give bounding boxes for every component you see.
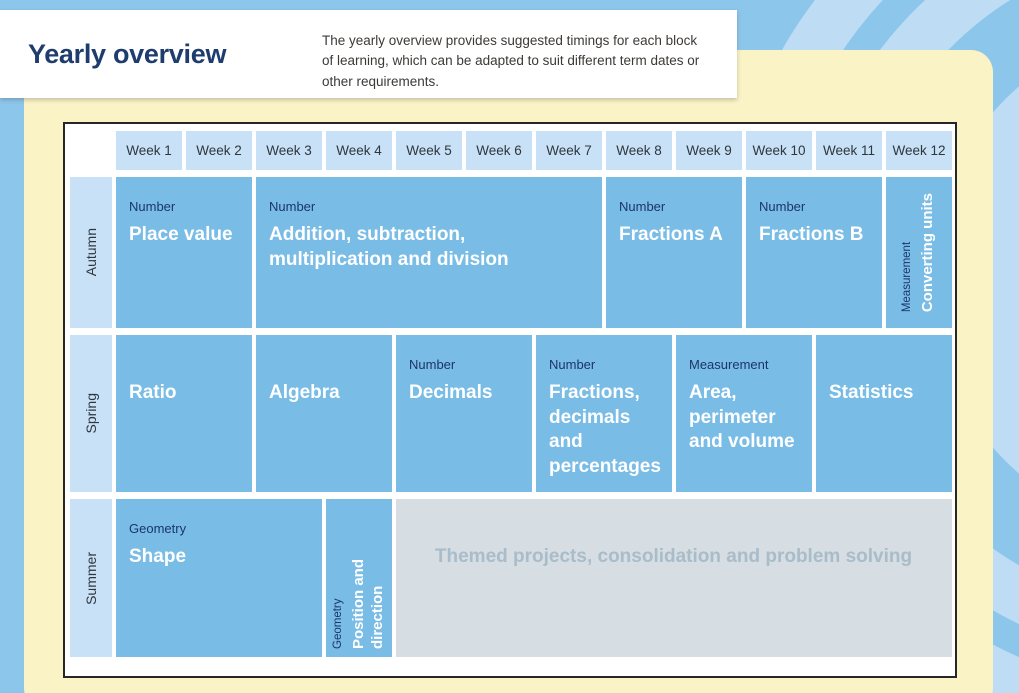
block-title: Fractions, decimals and percentages xyxy=(549,382,661,478)
table-corner-spacer xyxy=(70,131,112,170)
term-label-autumn: Autumn xyxy=(70,177,112,328)
block-algebra: Algebra xyxy=(256,335,392,492)
term-label-spring: Spring xyxy=(70,335,112,492)
week-header: Week 12 xyxy=(886,131,952,170)
block-ratio: Ratio xyxy=(116,335,252,492)
block-category: Number xyxy=(619,199,666,214)
header-card: Yearly overview The yearly overview prov… xyxy=(0,10,737,98)
week-header: Week 5 xyxy=(396,131,462,170)
block-category: Measurement xyxy=(689,357,769,372)
block-title: Fractions B xyxy=(759,224,864,245)
block-themed-projects-consolidation-and-problem-solving: Themed projects, consolidation and probl… xyxy=(396,499,952,657)
block-category: Number xyxy=(409,357,456,372)
week-header: Week 1 xyxy=(116,131,182,170)
week-header: Week 10 xyxy=(746,131,812,170)
page-title: Yearly overview xyxy=(28,39,227,69)
vertical-text-wrap: Measurement Converting units xyxy=(900,193,938,312)
block-category: Geometry xyxy=(331,598,344,650)
block-category xyxy=(129,355,238,374)
block-statistics: Statistics xyxy=(816,335,952,492)
week-header: Week 2 xyxy=(186,131,252,170)
block-category xyxy=(829,355,938,374)
block-category: Number xyxy=(549,357,596,372)
block-title: Shape xyxy=(129,546,187,567)
week-header: Week 9 xyxy=(676,131,742,170)
block-category: Measurement xyxy=(901,241,914,313)
block-title: Ratio xyxy=(129,382,177,403)
term-label-text: Autumn xyxy=(83,228,99,277)
block-title: Fractions A xyxy=(619,224,723,245)
week-header: Week 11 xyxy=(816,131,882,170)
vertical-text-wrap: Geometry Position and direction xyxy=(331,507,388,649)
block-category xyxy=(409,519,938,538)
block-category: Number xyxy=(269,199,316,214)
week-header: Week 7 xyxy=(536,131,602,170)
term-label-text: Summer xyxy=(83,551,99,605)
block-category: Number xyxy=(129,199,176,214)
block-title: Place value xyxy=(129,224,233,245)
block-category: Geometry xyxy=(129,521,187,536)
block-title: Addition, subtraction, multiplication an… xyxy=(269,224,509,270)
week-header: Week 8 xyxy=(606,131,672,170)
block-category: Number xyxy=(759,199,806,214)
block-title: Algebra xyxy=(269,382,340,403)
block-title: Position and direction xyxy=(349,559,386,649)
block-title: Decimals xyxy=(409,382,493,403)
block-title: Converting units xyxy=(919,192,937,313)
week-header: Week 3 xyxy=(256,131,322,170)
block-title: Statistics xyxy=(829,382,914,403)
page-description: The yearly overview provides suggested t… xyxy=(322,33,700,89)
week-header: Week 4 xyxy=(326,131,392,170)
block-category xyxy=(269,355,378,374)
block-title: Area, perimeter and volume xyxy=(689,382,795,453)
week-header: Week 6 xyxy=(466,131,532,170)
block-converting-units: Measurement Converting units xyxy=(886,177,952,328)
term-label-summer: Summer xyxy=(70,499,112,657)
block-position-and-direction: Geometry Position and direction xyxy=(326,499,392,657)
term-label-text: Spring xyxy=(83,393,99,434)
block-title: Themed projects, consolidation and probl… xyxy=(434,546,913,567)
